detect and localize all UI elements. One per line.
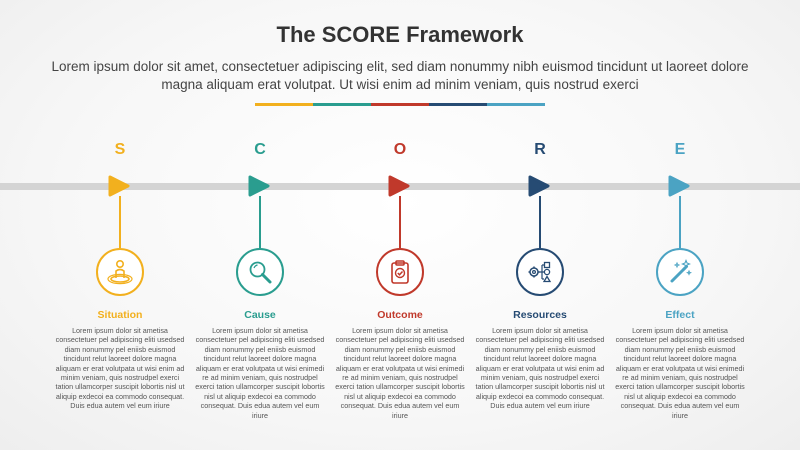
step-icon-circle — [376, 248, 424, 296]
step-icon-circle — [656, 248, 704, 296]
step-connector — [399, 196, 401, 248]
divider-segment-outcome — [371, 103, 429, 106]
triangle-arrow-icon — [668, 175, 690, 197]
step-letter: E — [674, 141, 686, 158]
step-label: Effect — [665, 309, 695, 321]
step-label: Outcome — [377, 309, 423, 321]
step-letter: R — [534, 141, 546, 158]
step-description: Lorem ipsum dolor sit ametisa consectetu… — [335, 326, 465, 420]
color-divider — [255, 103, 545, 106]
step-icon-circle — [236, 248, 284, 296]
divider-segment-resources — [429, 103, 487, 106]
person-on-platform-icon — [107, 259, 133, 285]
step-letter: C — [254, 141, 266, 158]
step-connector — [539, 196, 541, 248]
clipboard-check-icon — [391, 260, 409, 284]
step-description: Lorem ipsum dolor sit ametisa consectetu… — [195, 326, 325, 420]
divider-segment-effect — [487, 103, 545, 106]
step-connector — [119, 196, 121, 248]
step-connector — [679, 196, 681, 248]
step-resources: R Resources Lorem ipsum dolor sit ametis… — [465, 0, 615, 450]
step-description: Lorem ipsum dolor sit ametisa consectetu… — [615, 326, 745, 420]
page-subtitle: Lorem ipsum dolor sit amet, consectetuer… — [51, 59, 749, 92]
triangle-arrow-icon — [108, 175, 130, 197]
step-cause: C Cause Lorem ipsum dolor sit ametisa co… — [185, 0, 335, 450]
divider-segment-situation — [255, 103, 313, 106]
step-letter: S — [114, 141, 126, 158]
step-description: Lorem ipsum dolor sit ametisa consectetu… — [55, 326, 185, 411]
magic-wand-icon — [670, 259, 692, 283]
step-letter: O — [393, 141, 407, 158]
step-situation: S Situation Lorem ipsum dolor sit ametis… — [45, 0, 195, 450]
triangle-arrow-icon — [388, 175, 410, 197]
step-label: Resources — [513, 309, 567, 321]
page-title: The SCORE Framework — [276, 22, 524, 47]
step-icon-circle — [96, 248, 144, 296]
step-label: Cause — [244, 309, 276, 321]
step-connector — [259, 196, 261, 248]
magnifier-icon — [249, 261, 272, 284]
divider-segment-cause — [313, 103, 371, 106]
step-outcome: O Outcome Lorem ipsum dolor sit ametisa … — [325, 0, 475, 450]
step-effect: E Effect Lorem ipsum dolor sit ametisa c… — [605, 0, 755, 450]
triangle-arrow-icon — [528, 175, 550, 197]
step-description: Lorem ipsum dolor sit ametisa consectetu… — [475, 326, 605, 411]
step-icon-circle — [516, 248, 564, 296]
triangle-arrow-icon — [248, 175, 270, 197]
step-label: Situation — [97, 309, 143, 321]
gear-shapes-icon — [528, 261, 552, 283]
